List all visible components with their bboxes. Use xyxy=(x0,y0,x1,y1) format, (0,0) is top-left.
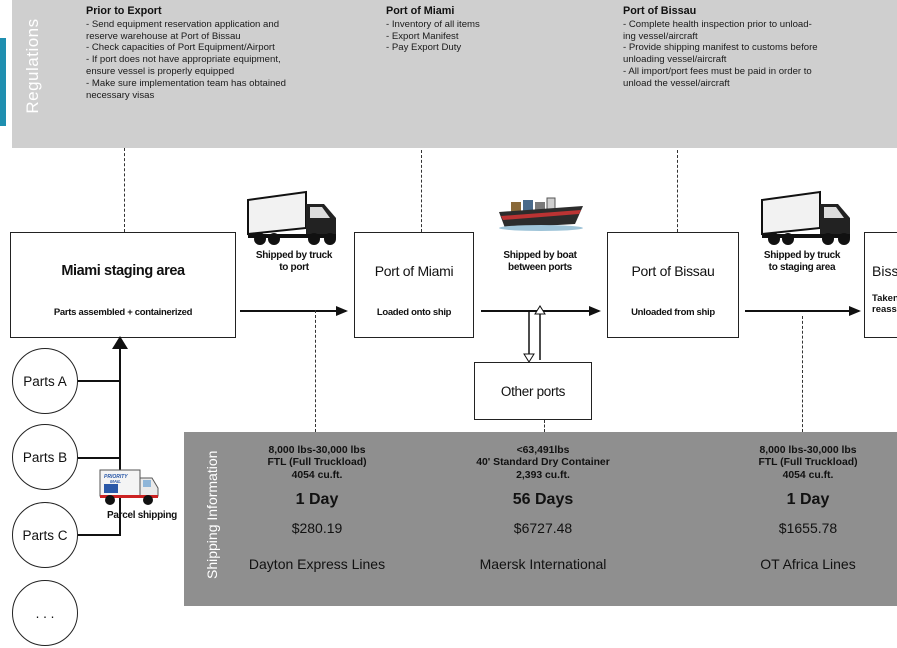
regulations-heading: Port of Miami xyxy=(386,5,455,17)
shipping-volume: 4054 cu.ft. xyxy=(291,469,343,481)
part-circle: Parts A xyxy=(12,348,78,414)
flow-arrow xyxy=(745,306,861,316)
regulations-item: - Export Manifest xyxy=(386,30,459,42)
part-circle: Parts B xyxy=(12,424,78,490)
shipping-type: FTL (Full Truckload) xyxy=(267,457,367,469)
regulations-heading: Prior to Export xyxy=(86,5,162,17)
part-label: Parts C xyxy=(22,527,68,543)
dashed-connector xyxy=(315,310,316,432)
ship-icon xyxy=(499,197,583,231)
regulations-title: Regulations xyxy=(23,18,42,114)
regulations-prior-to-export: Prior to Export - Send equipment reserva… xyxy=(86,5,356,101)
stage-title: Port of Bissau xyxy=(631,263,715,279)
shipping-info-title: Shipping Information xyxy=(204,450,220,579)
regulations-item: - Pay Export Duty xyxy=(386,42,462,54)
stage-port-of-bissau: Port of Bissau Unloaded from ship xyxy=(607,232,739,338)
transport-label-boat: Shipped by boat between ports xyxy=(503,250,577,273)
part-connector xyxy=(78,380,120,382)
shipping-column-truck-to-port: 8,000 lbs-30,000 lbs FTL (Full Truckload… xyxy=(222,445,412,572)
shipping-weight: <63,491lbs xyxy=(516,445,570,456)
stage-title: Bissau xyxy=(872,263,897,279)
regulations-item: - Make sure implementation team has obta… xyxy=(86,77,286,101)
regulations-item: - Inventory of all items xyxy=(386,18,480,30)
dashed-connector xyxy=(421,150,422,232)
shipping-carrier: Maersk International xyxy=(479,556,607,573)
part-circle: Parts C xyxy=(12,502,78,568)
up-arrow-icon xyxy=(112,336,128,349)
shipping-cost: $280.19 xyxy=(291,520,343,537)
part-label: . . . xyxy=(35,605,55,621)
mail-van-icon: PRIORITY MAIL xyxy=(99,469,159,505)
regulations-item: - Provide shipping manifest to customs b… xyxy=(623,42,818,66)
shipping-days: 1 Day xyxy=(295,491,339,509)
shipping-days: 1 Day xyxy=(786,491,830,509)
flow-arrow xyxy=(240,306,348,316)
stage-subtitle: Unloaded from ship xyxy=(631,307,715,318)
regulations-heading: Port of Bissau xyxy=(623,5,697,17)
shipping-type: FTL (Full Truckload) xyxy=(758,457,858,469)
dashed-connector xyxy=(677,150,678,232)
regulations-port-of-bissau: Port of Bissau - Complete health inspect… xyxy=(623,5,895,90)
transport-label-truck-to-staging: Shipped by truck to staging area xyxy=(763,250,841,273)
regulations-band xyxy=(12,0,897,148)
parcel-shipping-label: Parcel shipping xyxy=(107,510,177,521)
parts-vertical-line xyxy=(119,346,121,536)
stage-subtitle: Parts assembled + containerized xyxy=(53,307,193,318)
other-ports-arrows xyxy=(523,305,546,363)
dashed-connector xyxy=(124,148,125,232)
regulations-item: - Complete health inspection prior to un… xyxy=(623,18,812,42)
shipping-weight: 8,000 lbs-30,000 lbs xyxy=(268,445,366,456)
stage-title: Port of Miami xyxy=(374,263,454,279)
stage-bissau: Bissau Taken to reassembly xyxy=(864,232,897,338)
shipping-type: 40' Standard Dry Container xyxy=(476,457,610,469)
shipping-volume: 4054 cu.ft. xyxy=(782,469,834,481)
truck-icon xyxy=(761,190,850,245)
dashed-connector xyxy=(544,420,545,432)
shipping-info-band xyxy=(184,432,897,606)
other-ports-label: Other ports xyxy=(500,383,566,399)
regulations-item: - If port does not have appropriate equi… xyxy=(86,54,281,77)
svg-text:MAIL: MAIL xyxy=(110,479,121,484)
part-label: Parts A xyxy=(23,373,67,389)
stage-title: Miami staging area xyxy=(61,263,185,279)
stage-port-of-miami: Port of Miami Loaded onto ship xyxy=(354,232,474,338)
shipping-volume: 2,393 cu.ft. xyxy=(516,469,570,481)
regulations-item: - Send equipment reservation application… xyxy=(86,18,280,42)
shipping-cost: $6727.48 xyxy=(513,520,573,537)
svg-text:PRIORITY: PRIORITY xyxy=(104,474,128,480)
regulations-item: - Check capacities of Port Equipment/Air… xyxy=(86,42,275,54)
regulations-item: - All import/port fees must be paid in o… xyxy=(623,65,812,89)
transport-label-truck-to-port: Shipped by truck to port xyxy=(255,250,333,273)
stage-subtitle: Taken to reassembly xyxy=(872,293,897,315)
shipping-days: 56 Days xyxy=(512,491,574,509)
dashed-connector xyxy=(802,316,803,432)
other-ports-box: Other ports xyxy=(474,362,592,420)
stage-subtitle: Loaded onto ship xyxy=(376,307,452,318)
stage-miami-staging-area: Miami staging area Parts assembled + con… xyxy=(10,232,236,338)
regulations-port-of-miami: Port of Miami - Inventory of all items -… xyxy=(386,5,566,54)
shipping-weight: 8,000 lbs-30,000 lbs xyxy=(759,445,857,456)
truck-icon xyxy=(247,190,336,245)
part-label: Parts B xyxy=(22,449,68,465)
shipping-cost: $1655.78 xyxy=(778,520,838,537)
shipping-carrier: OT Africa Lines xyxy=(760,556,856,573)
part-circle: . . . xyxy=(12,580,78,646)
shipping-carrier: Dayton Express Lines xyxy=(248,556,386,573)
regulations-accent-bar xyxy=(0,38,6,126)
shipping-column-boat: <63,491lbs 40' Standard Dry Container 2,… xyxy=(432,445,654,572)
part-connector xyxy=(78,534,120,536)
part-connector xyxy=(78,457,120,459)
shipping-column-truck-to-staging: 8,000 lbs-30,000 lbs FTL (Full Truckload… xyxy=(722,445,894,572)
